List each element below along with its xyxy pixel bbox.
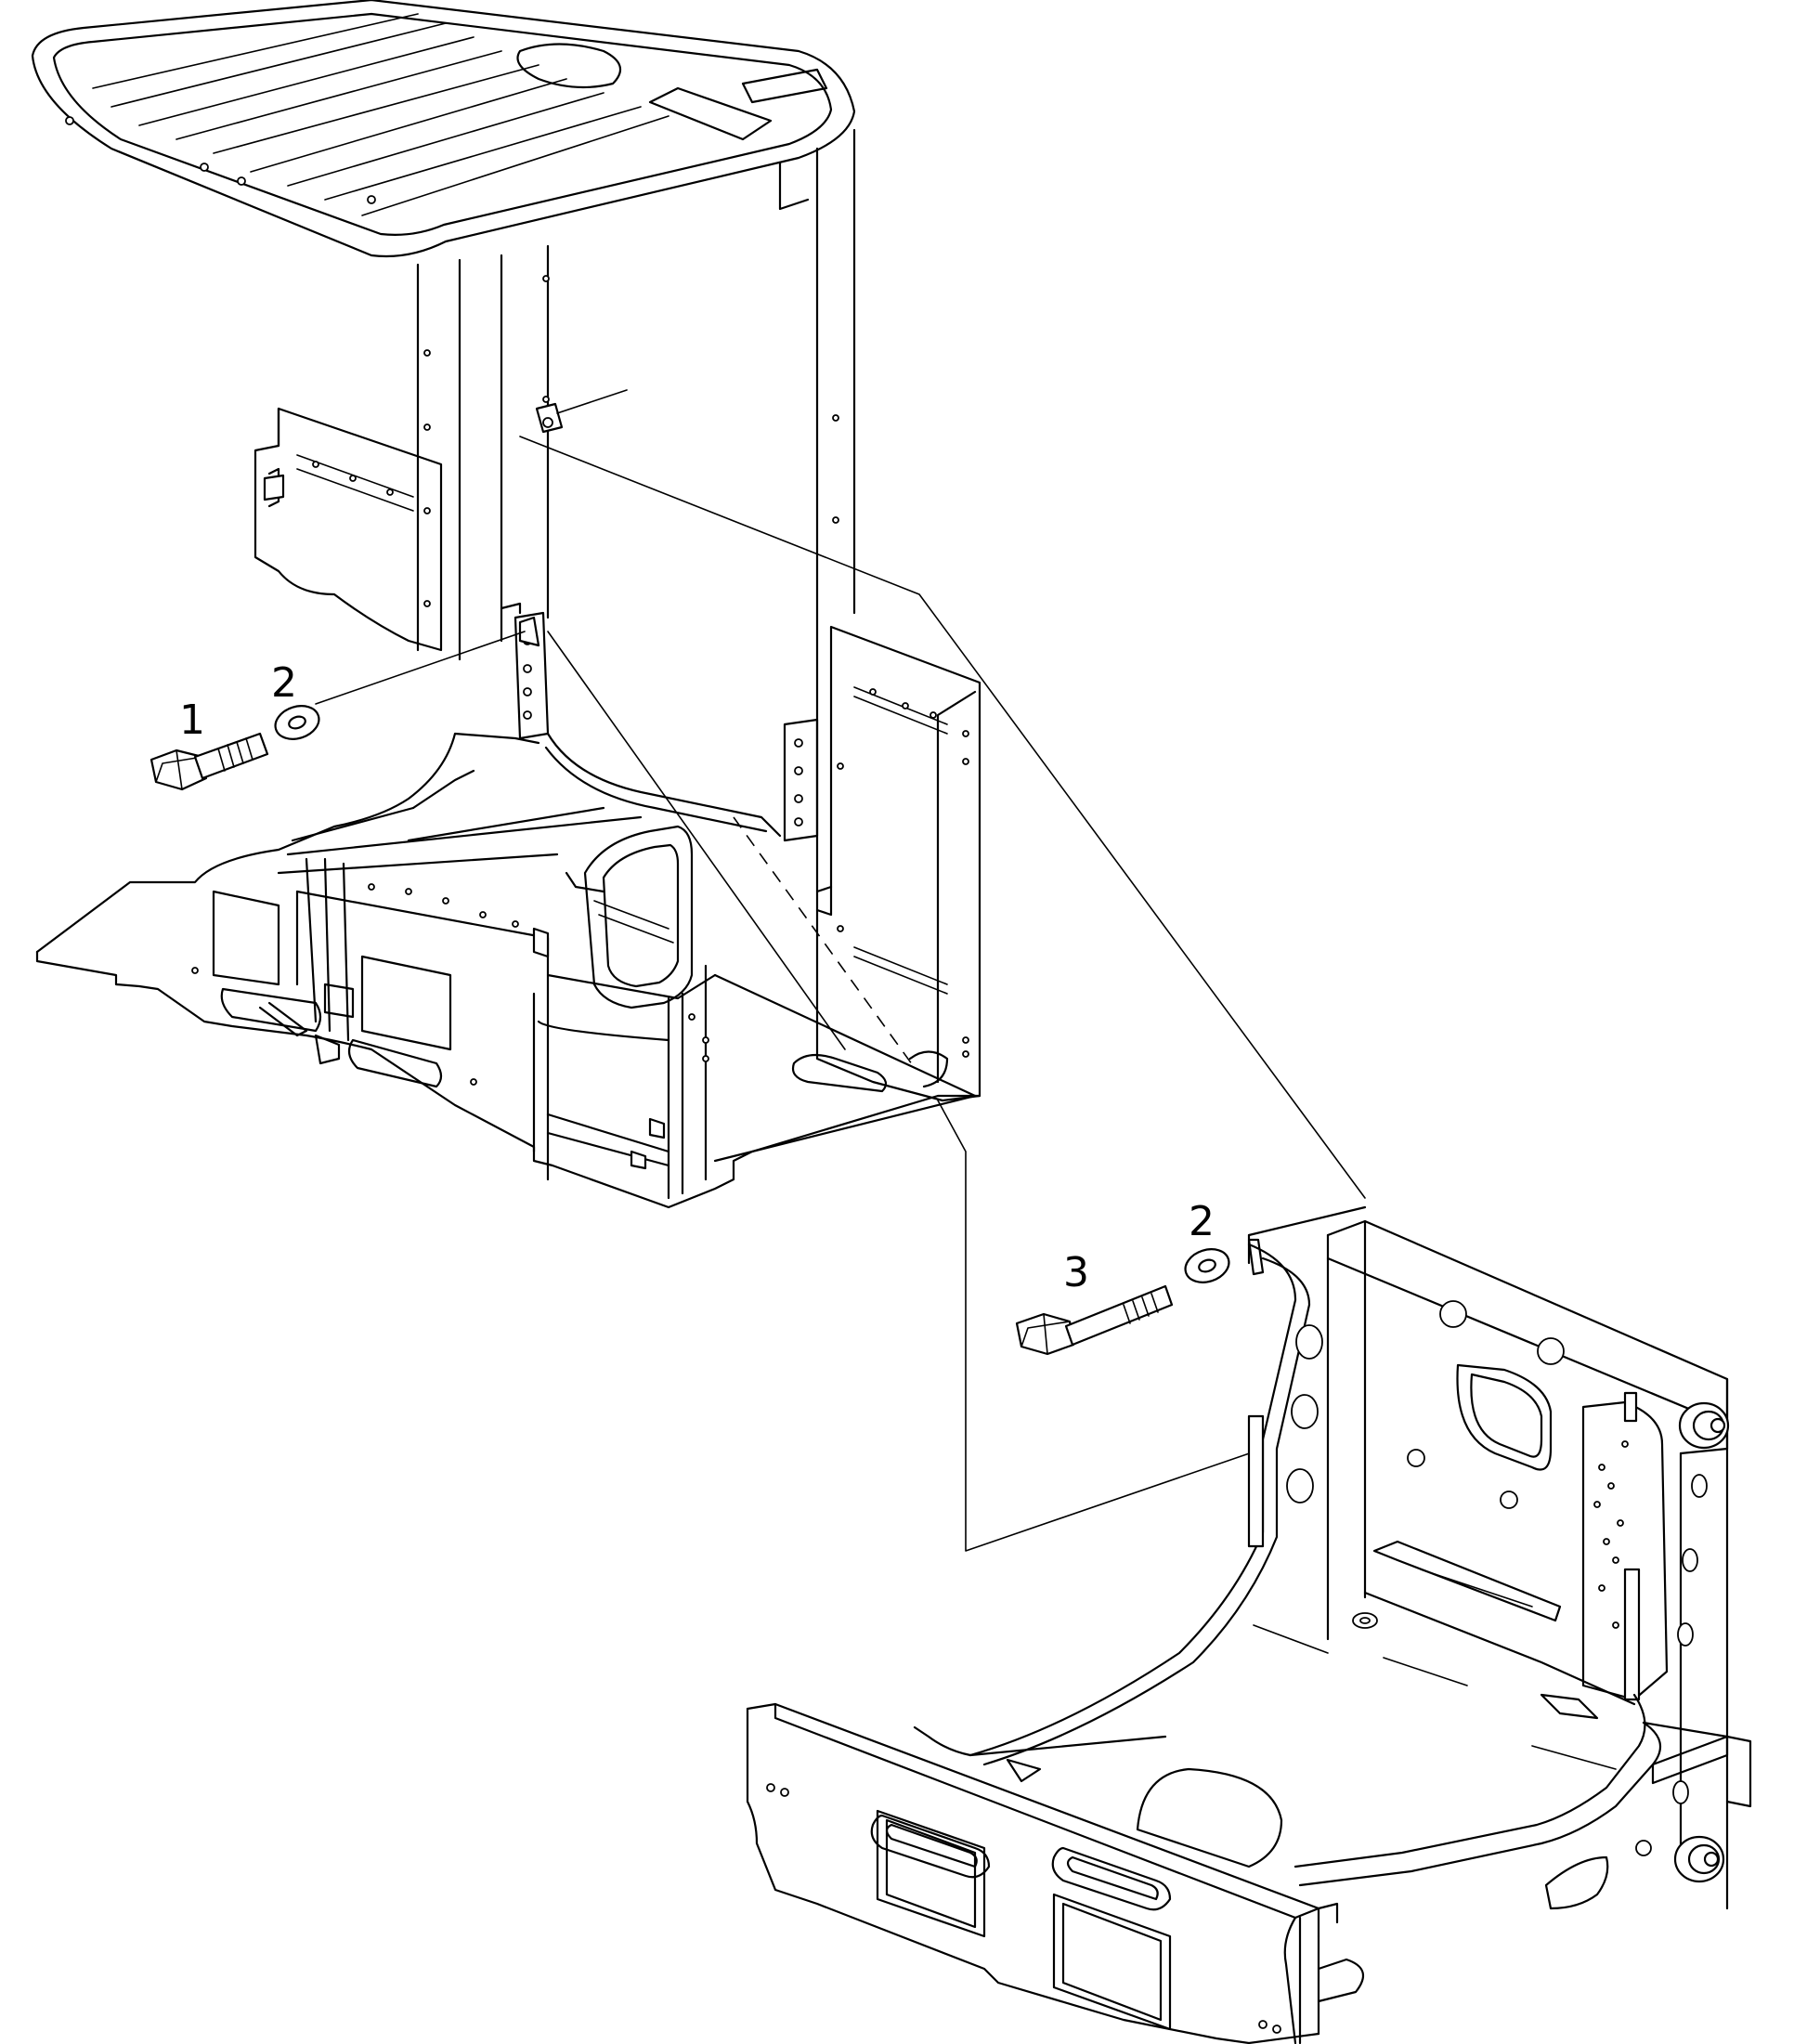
callout-2-upper: 2 — [271, 659, 297, 707]
callout-3: 3 — [1063, 1249, 1089, 1296]
callout-2-lower: 2 — [1189, 1198, 1215, 1245]
overhead-guard-frame — [31, 0, 982, 1209]
washer-2-lower — [1184, 1248, 1230, 1283]
washer-2-upper — [274, 705, 320, 740]
callout-1: 1 — [179, 697, 205, 744]
base-frame — [746, 1205, 1752, 2044]
leader-lines — [315, 436, 1366, 1552]
hex-bolt-3 — [1015, 1284, 1174, 1356]
hex-bolt-1 — [150, 732, 269, 791]
